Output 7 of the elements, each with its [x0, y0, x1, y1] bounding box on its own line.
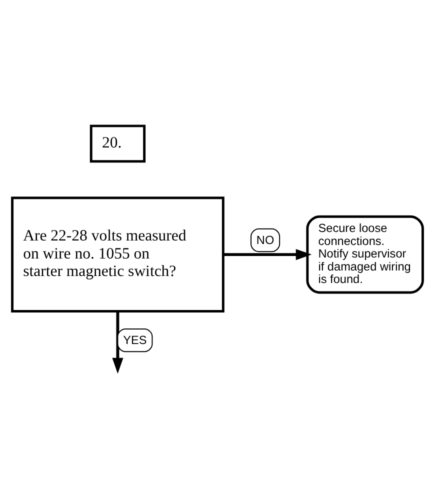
arrow	[223, 248, 312, 260]
arrow	[112, 310, 124, 374]
node-box: Are 22-28 volts measured on wire no. 1055 on starter magnetic switch?	[11, 196, 224, 312]
edge-label: NO	[256, 232, 274, 246]
edge-label: YES	[123, 332, 147, 346]
node-box: 20.	[90, 124, 146, 162]
node-box: Secure loose connections. Notify supervisor if damaged wiring is found.	[306, 214, 424, 294]
